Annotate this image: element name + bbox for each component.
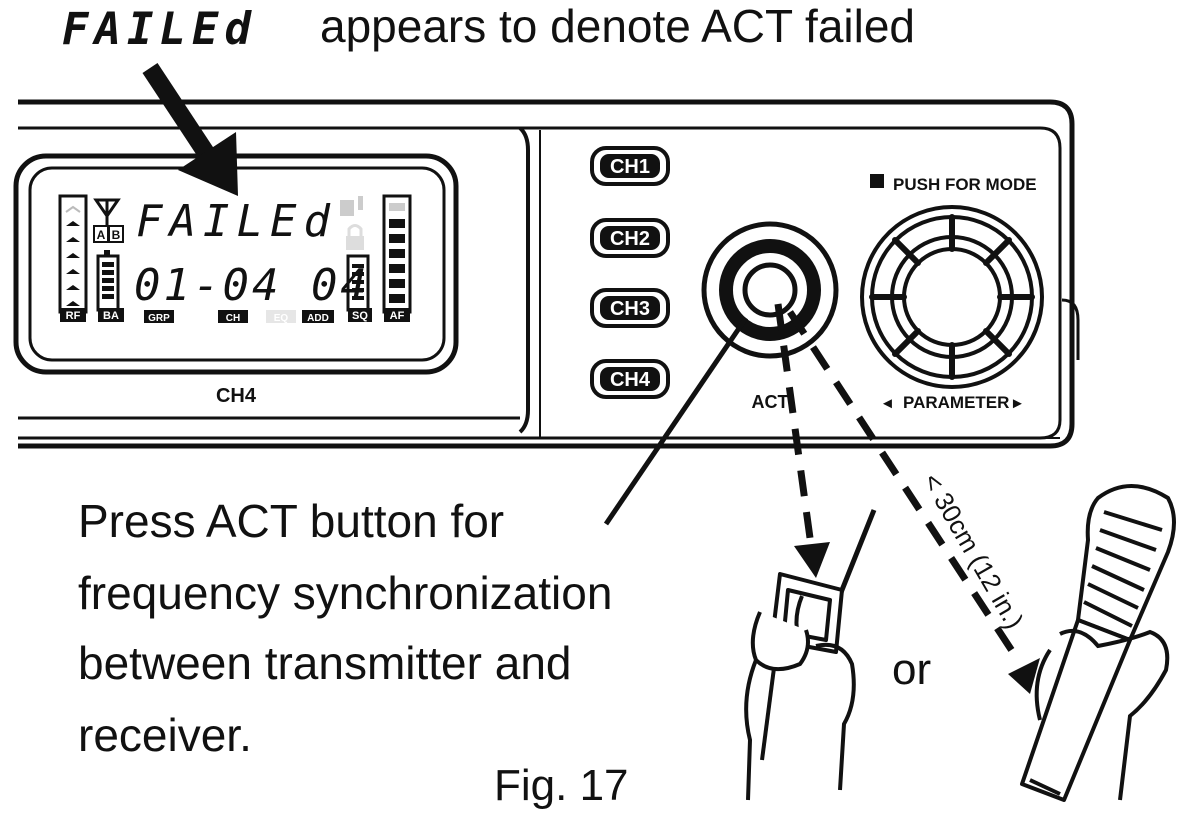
bodypack-hand xyxy=(744,659,758,801)
lcd-main-text: FAILEd xyxy=(136,196,337,247)
mode-indicator-icon xyxy=(870,174,884,188)
instruction-leader-line xyxy=(603,316,749,526)
grp-label: GRP xyxy=(148,313,170,324)
receiver-chassis xyxy=(18,99,1080,449)
af-meter xyxy=(382,194,412,314)
eq-label: EQ xyxy=(274,313,289,324)
parameter-knob[interactable] xyxy=(860,205,1044,389)
lcd-display: RF A B BA FAILEd 01-04 04 xyxy=(13,153,459,375)
or-label: or xyxy=(892,645,931,694)
instruction-line-2: frequency synchronization xyxy=(78,567,613,619)
ab-b-label: B xyxy=(112,228,121,242)
instruction-line-4: receiver. xyxy=(78,709,252,761)
header-text: appears to denote ACT failed xyxy=(320,0,915,52)
mute-icon xyxy=(340,196,363,216)
header-arrow xyxy=(142,63,238,196)
rf-meter: RF xyxy=(58,194,88,322)
add-label: ADD xyxy=(307,313,329,324)
act-button[interactable] xyxy=(701,221,839,359)
handheld-microphone xyxy=(1020,484,1176,802)
af-label: AF xyxy=(390,310,405,322)
ch-label: CH xyxy=(226,313,240,324)
act-label: ACT xyxy=(752,392,789,412)
header-lcd-word: FAILEd xyxy=(62,4,257,55)
distance-label: < 30cm (12 in.) xyxy=(917,468,1030,634)
rf-label: RF xyxy=(66,310,81,322)
parameter-right-arrow-icon: ► xyxy=(1010,395,1025,412)
display-channel-label: CH4 xyxy=(216,385,257,407)
ch3-label: CH3 xyxy=(610,298,650,320)
ch3-button[interactable]: CH3 xyxy=(590,288,670,328)
push-for-mode-label: PUSH FOR MODE xyxy=(893,175,1037,194)
ch4-button[interactable]: CH4 xyxy=(590,359,670,399)
sq-label: SQ xyxy=(352,310,368,322)
antenna-icon xyxy=(93,198,121,226)
ch1-button[interactable]: CH1 xyxy=(590,146,670,186)
ba-label: BA xyxy=(103,310,119,322)
bodypack-transmitter xyxy=(750,509,877,791)
ch2-button[interactable]: CH2 xyxy=(590,218,670,258)
battery-icon xyxy=(96,250,120,312)
dashed-arrow-bodypack xyxy=(774,303,830,578)
lcd-frequency-text: 01-04 04 xyxy=(134,260,370,311)
ab-a-label: A xyxy=(97,228,106,242)
lock-icon xyxy=(346,224,364,250)
parameter-left-arrow-icon: ◄ xyxy=(880,395,895,412)
handheld-hand xyxy=(1034,629,1170,801)
ch1-label: CH1 xyxy=(610,156,650,178)
instruction-line-1: Press ACT button for xyxy=(78,495,505,547)
figure-label: Fig. 17 xyxy=(494,761,629,810)
instruction-line-3: between transmitter and xyxy=(78,637,572,689)
dashed-arrow-handheld xyxy=(787,310,1040,694)
ch4-label: CH4 xyxy=(610,369,651,391)
ch2-label: CH2 xyxy=(610,228,650,250)
parameter-label: PARAMETER xyxy=(903,393,1009,412)
